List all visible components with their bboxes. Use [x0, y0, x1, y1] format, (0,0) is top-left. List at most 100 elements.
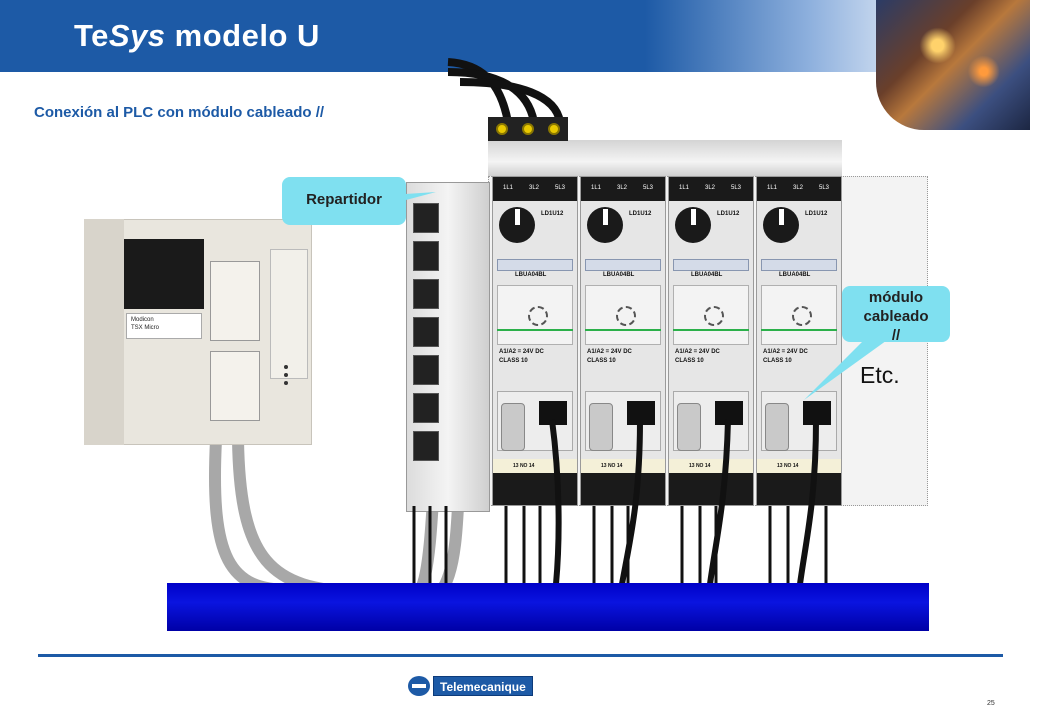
control-unit-panel: [585, 285, 661, 345]
plc-brand-line2: TSX Micro: [131, 325, 160, 331]
title-part-model: modelo U: [165, 18, 320, 53]
green-indicator-line: [497, 329, 573, 345]
plc-expansion-card: [270, 249, 308, 379]
header-industrial-photo: [876, 0, 1030, 130]
current-dial: [528, 306, 548, 326]
phase-label: 5L3: [819, 185, 830, 191]
control-unit-label: LBUA04BL: [603, 272, 635, 278]
trip-class-label: CLASS 10: [499, 358, 528, 364]
communication-bus: [167, 583, 929, 631]
phase-label: 3L2: [529, 185, 540, 191]
coil-voltage-label: A1/A2 = 24V DC: [499, 349, 544, 355]
starter-top-terminal: 1L1 3L2 5L3: [493, 177, 577, 201]
starter-rotary-knob: [499, 207, 535, 243]
motor-starter-4: 1L1 3L2 5L3 LD1U12 LBUA04BL A1/A2 = 24V …: [756, 176, 842, 506]
terminal-screw: [548, 123, 560, 135]
repartidor-callout: Repartidor: [282, 177, 406, 225]
repartidor-slot: [413, 279, 439, 309]
phase-label: 3L2: [793, 185, 804, 191]
phase-label: 1L1: [679, 185, 690, 191]
repartidor-module: [406, 182, 490, 512]
motor-starter-2: 1L1 3L2 5L3 LD1U12 LBUA04BL A1/A2 = 24V …: [580, 176, 666, 506]
aux-contact-cap: [677, 403, 701, 451]
bottom-screw-strip: 13 NO 14: [581, 459, 665, 473]
telemecanique-logo: Telemecanique: [408, 676, 542, 696]
title-part-sys: Sys: [108, 18, 166, 53]
page-number: 25: [987, 700, 995, 707]
green-indicator-line: [585, 329, 661, 345]
starter-model-label: LD1U12: [805, 211, 828, 217]
trip-class-label: CLASS 10: [587, 358, 616, 364]
starter-top-terminal: 1L1 3L2 5L3: [669, 177, 753, 201]
bottom-screw-strip: 13 NO 14: [757, 459, 841, 473]
coil-voltage-label: A1/A2 = 24V DC: [763, 349, 808, 355]
phase-label: 1L1: [591, 185, 602, 191]
control-unit-band: [497, 259, 573, 271]
control-unit-band: [673, 259, 749, 271]
callout-line-3: //: [891, 327, 901, 344]
callout-line-1: módulo: [868, 289, 924, 306]
repartidor-slot: [413, 317, 439, 347]
current-dial: [616, 306, 636, 326]
title-part-te: Te: [74, 18, 109, 53]
starter-rotary-knob: [675, 207, 711, 243]
page-title: TeSys modelo U: [74, 18, 320, 54]
control-unit-band: [585, 259, 661, 271]
coil-voltage-label: A1/A2 = 24V DC: [587, 349, 632, 355]
aux-terminal-label: 13 NO 14: [777, 463, 799, 469]
terminal-screw: [522, 123, 534, 135]
phase-label: 5L3: [643, 185, 654, 191]
current-dial: [792, 306, 812, 326]
aux-contact-cap: [501, 403, 525, 451]
header-band: TeSys modelo U: [0, 0, 1040, 72]
starter-rotary-knob: [587, 207, 623, 243]
starter-rotary-knob: [763, 207, 799, 243]
control-unit-label: LBUA04BL: [691, 272, 723, 278]
plc-led-1: [284, 365, 288, 369]
phase-label: 3L2: [617, 185, 628, 191]
plc-brand-label: Modicon TSX Micro: [126, 313, 202, 339]
control-unit-panel: [497, 285, 573, 345]
footer-divider: [38, 654, 1003, 657]
modulo-cableado-callout: módulo cableado //: [842, 286, 950, 344]
plc-brand-line1: Modicon: [131, 317, 154, 323]
green-indicator-line: [673, 329, 749, 345]
plc-display: [124, 239, 204, 309]
control-unit-band: [761, 259, 837, 271]
terminal-screw: [496, 123, 508, 135]
plc-terminal-1: [210, 261, 260, 341]
aux-contact-cap: [765, 403, 789, 451]
starter-model-label: LD1U12: [541, 211, 564, 217]
motor-starter-1: 1L1 3L2 5L3 LD1U12 LBUA04BL A1/A2 = 24V …: [492, 176, 578, 506]
coil-voltage-label: A1/A2 = 24V DC: [675, 349, 720, 355]
repartidor-slot: [413, 393, 439, 423]
repartidor-slot: [413, 355, 439, 385]
phase-label: 5L3: [731, 185, 742, 191]
telemecanique-logo-icon: [408, 676, 430, 696]
control-unit-label: LBUA04BL: [779, 272, 811, 278]
phase-label: 1L1: [503, 185, 514, 191]
aux-terminal-label: 13 NO 14: [513, 463, 535, 469]
control-unit-panel: [761, 285, 837, 345]
power-input-terminal: [488, 117, 568, 141]
starter-model-label: LD1U12: [629, 211, 652, 217]
control-unit-panel: [673, 285, 749, 345]
control-unit-label: LBUA04BL: [515, 272, 547, 278]
bottom-screw-strip: 13 NO 14: [669, 459, 753, 473]
plc-led-3: [284, 381, 288, 385]
repartidor-slot: [413, 241, 439, 271]
aux-contact-cap: [589, 403, 613, 451]
phase-label: 3L2: [705, 185, 716, 191]
trip-class-label: CLASS 10: [675, 358, 704, 364]
power-cable-3: [459, 78, 564, 123]
telemecanique-wordmark: Telemecanique: [433, 676, 533, 696]
trip-class-label: CLASS 10: [763, 358, 792, 364]
aux-terminal-label: 13 NO 14: [601, 463, 623, 469]
aux-terminal-label: 13 NO 14: [689, 463, 711, 469]
slide-subtitle: Conexión al PLC con módulo cableado //: [34, 104, 325, 121]
starter-top-terminal: 1L1 3L2 5L3: [581, 177, 665, 201]
current-dial: [704, 306, 724, 326]
green-indicator-line: [761, 329, 837, 345]
plc-led-2: [284, 373, 288, 377]
